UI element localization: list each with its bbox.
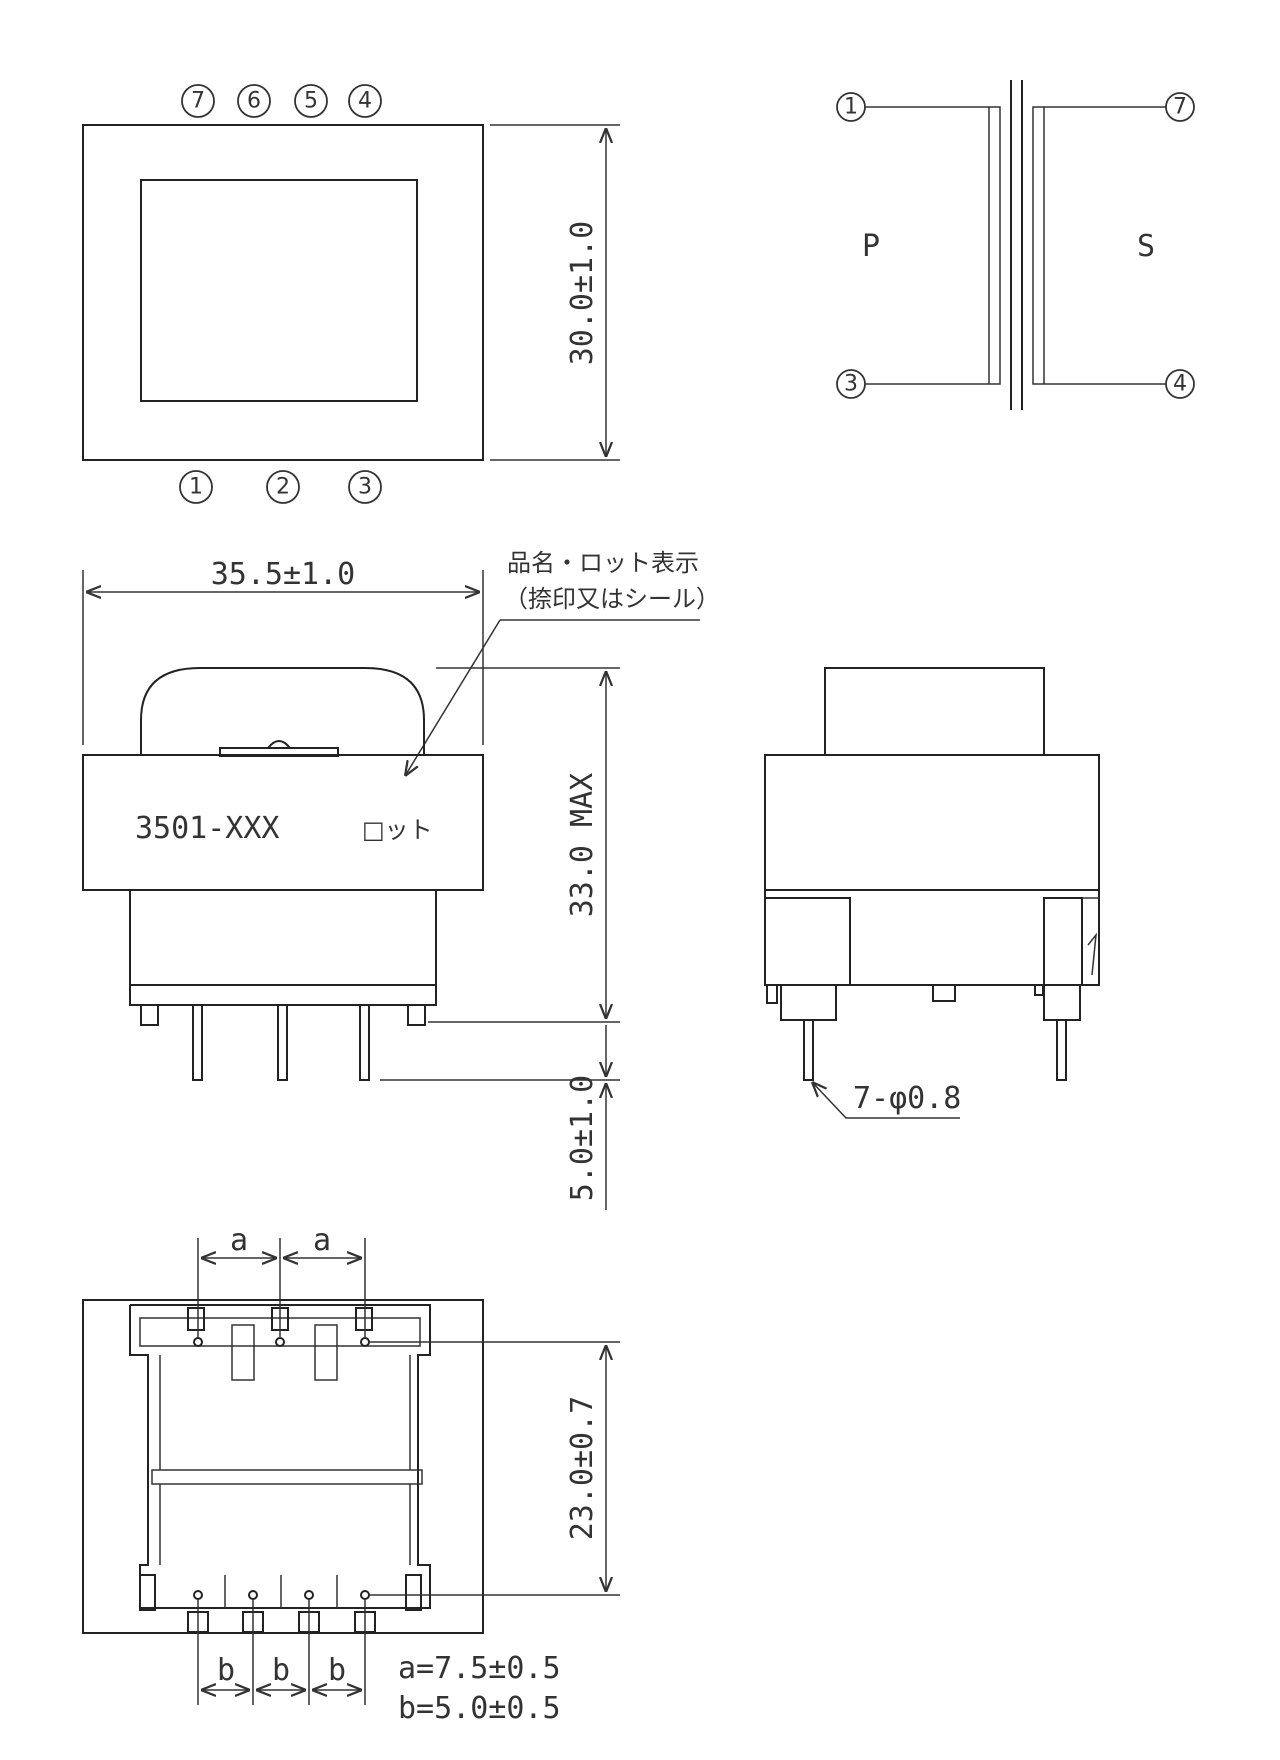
svg-text:4: 4 [1173,372,1187,397]
bobbin-dome [140,667,425,755]
core-outline [82,124,484,461]
depth-dimension: 23.0±0.7 [565,1396,600,1541]
lot-label: □ット [362,816,433,844]
pitch-a-label-1: a [230,1223,248,1258]
svg-text:4: 4 [358,89,372,114]
primary-label: P [862,229,880,264]
bottom-top-pin-1 [193,1337,203,1347]
callout-leader [405,619,501,776]
top-pin-7: 7 [181,84,215,118]
side-bobbin-body [764,889,1100,986]
svg-text:7: 7 [191,89,205,114]
marking-callout-line2: （捺印又はシール） [504,585,720,613]
top-pin-4: 4 [348,84,382,118]
lead-length-dimension: 5.0±1.0 [565,1075,600,1201]
svg-text:2: 2 [276,475,290,500]
svg-text:7: 7 [1173,95,1187,120]
schematic-pin-1: 1 [836,92,866,122]
bobbin-body [129,889,437,986]
svg-text:3: 3 [844,372,858,397]
schematic-pin-4: 4 [1165,369,1195,399]
schematic-pin-7: 7 [1165,92,1195,122]
bottom-pin-1: 1 [179,470,213,504]
schematic: 1 3 7 4 P S [836,80,1195,410]
lead-2 [277,1004,288,1081]
side-lead-left [803,1019,814,1081]
note-b: b=5.0±0.5 [398,1691,561,1726]
bottom-row-pin-1 [193,1590,203,1600]
front-view: 35.5±1.0 品名・ロット表示 （捺印又はシール） 3501-XXX □ット… [82,549,720,1210]
pitch-b-label-3: b [328,1653,346,1688]
pin-callout-leader [812,1082,960,1119]
side-lead-right [1056,1019,1067,1081]
top-pin-6: 6 [237,84,271,118]
primary-winding [865,106,1001,385]
note-a: a=7.5±0.5 [398,1651,561,1686]
bottom-outline [82,1299,484,1634]
svg-text:3: 3 [358,475,372,500]
svg-text:5: 5 [304,89,318,114]
bottom-pin-2: 2 [266,470,300,504]
svg-text:6: 6 [247,89,261,114]
marking-callout-line1: 品名・ロット表示 [507,549,699,577]
lead-3 [359,1004,370,1081]
top-height-dimension: 30.0±1.0 [565,221,600,366]
bottom-pin-3: 3 [348,470,382,504]
svg-text:1: 1 [844,95,858,120]
core-window [140,179,418,402]
bottom-row-pin-3 [304,1590,314,1600]
secondary-label: S [1137,229,1155,264]
pitch-b-label-1: b [217,1653,235,1688]
bottom-row-pin-2 [248,1590,258,1600]
schematic-pin-3: 3 [836,369,866,399]
pitch-a-label-2: a [313,1223,331,1258]
side-view: 7-φ0.8 [764,667,1100,1119]
width-dimension: 35.5±1.0 [211,557,356,592]
svg-text:1: 1 [189,475,203,500]
side-label-band [764,754,1100,891]
top-pin-5: 5 [294,84,328,118]
bottom-top-pin-3 [360,1337,370,1347]
top-view: 7 6 5 4 1 2 3 30.0±1.0 [82,84,620,504]
side-bobbin-top [824,667,1045,756]
bottom-view: a a b b b 23.0±0.7 a=7.5±0.5 b=5.0±0.5 [82,1223,620,1726]
pin-note: 7-φ0.8 [853,1081,961,1116]
height-dimension: 33.0 MAX [565,773,600,918]
part-marking: 3501-XXX [135,811,280,846]
secondary-winding [1032,106,1166,385]
bottom-top-pin-2 [275,1337,285,1347]
lead-1 [192,1004,203,1081]
bottom-row-pin-4 [360,1590,370,1600]
pitch-b-label-2: b [272,1653,290,1688]
